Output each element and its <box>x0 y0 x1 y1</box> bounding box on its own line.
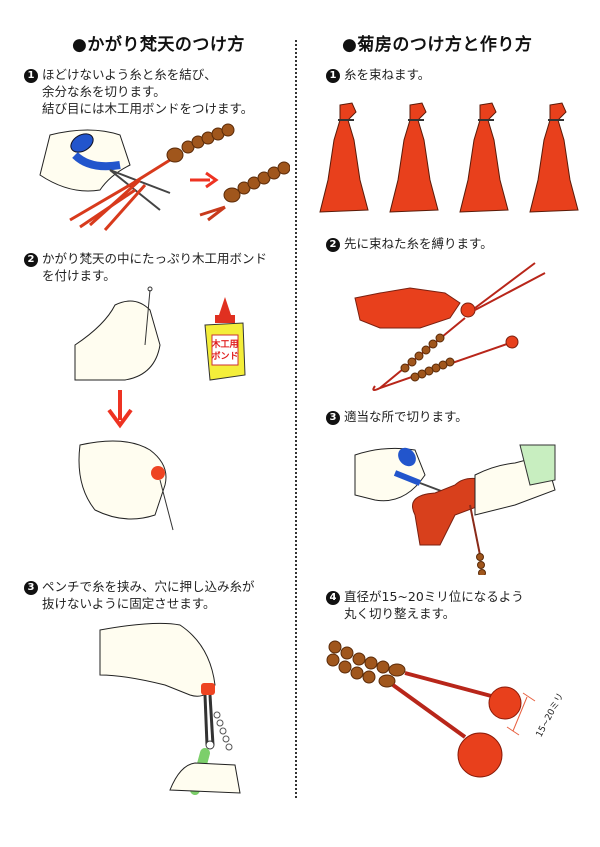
step-number-badge: 1 <box>24 69 38 83</box>
right-step-3: 3 適当な所で切ります。 <box>326 408 468 425</box>
step-number-badge: 2 <box>326 238 340 252</box>
right-step-2: 2 先に束ねた糸を縛ります。 <box>326 235 493 252</box>
step-number-badge: 2 <box>24 253 38 267</box>
pompom-icon <box>457 732 503 778</box>
illustration-apply-bond: 木工用 ボンド <box>65 285 255 535</box>
left-section-title: ●かがり梵天のつけ方 <box>72 35 245 55</box>
tassel-icon <box>389 102 439 213</box>
step-text: 結び目には木工用ボンドをつけます。 <box>42 101 254 116</box>
arrow-down-icon <box>107 390 133 429</box>
step-text: 糸を束ねます。 <box>344 67 431 82</box>
step-text: 余分な糸を切ります。 <box>42 84 166 99</box>
right-step-1: 1 糸を束ねます。 <box>326 66 430 83</box>
illustration-tied-tassel <box>350 258 550 398</box>
step-number-badge: 4 <box>326 591 340 605</box>
illustration-bundled-threads <box>315 100 585 220</box>
step-text: 適当な所で切ります。 <box>344 409 468 424</box>
right-step-4: 4 直径が15~20ミリ位になるよう 丸く切り整えます。 <box>326 588 524 622</box>
pompom-icon <box>488 686 522 720</box>
step-text: 直径が15~20ミリ位になるよう <box>344 589 524 604</box>
step-text: ペンチで糸を挟み、穴に押し込み糸が <box>42 579 255 594</box>
left-step-1: 1 ほどけないよう糸と糸を結び、 余分な糸を切ります。 結び目には木工用ボンドをつ… <box>24 66 253 117</box>
tassel-icon <box>529 102 579 213</box>
right-section-title: ●菊房のつけ方と作り方 <box>342 35 533 55</box>
tassel-icon <box>459 102 509 213</box>
dimension-arrow-icon <box>506 692 536 736</box>
step-text: 丸く切り整えます。 <box>344 606 456 621</box>
illustration-cut-tassel <box>345 435 565 575</box>
left-step-3: 3 ペンチで糸を挟み、穴に押し込み糸が 抜けないように固定させます。 <box>24 578 255 612</box>
step-number-badge: 3 <box>24 581 38 595</box>
left-step-2: 2 かがり梵天の中にたっぷり木工用ボンド を付けます。 <box>24 250 267 284</box>
step-text: 先に束ねた糸を縛ります。 <box>344 236 493 251</box>
illustration-pliers <box>95 615 245 795</box>
step-text: かがり梵天の中にたっぷり木工用ボンド <box>42 251 268 266</box>
column-divider <box>295 40 297 798</box>
right-section: ●菊房のつけ方と作り方 1 糸を束ねます。 2 先に束ねた糸を縛ります。 <box>300 0 600 847</box>
step-text: 抜けないように固定させます。 <box>42 596 216 611</box>
bond-label: ボンド <box>211 350 238 362</box>
step-number-badge: 3 <box>326 411 340 425</box>
step-number-badge: 1 <box>326 69 340 83</box>
illustration-finished-tassels <box>325 635 585 785</box>
arrow-right-icon <box>190 171 219 189</box>
bond-bottle-icon: 木工用 ボンド <box>204 297 246 381</box>
tassel-icon <box>319 102 369 213</box>
bond-label: 木工用 <box>210 338 238 350</box>
step-text: を付けます。 <box>42 268 116 283</box>
left-section: ●かがり梵天のつけ方 1 ほどけないよう糸と糸を結び、 余分な糸を切ります。 結び… <box>24 35 290 795</box>
step-text: ほどけないよう糸と糸を結び、 <box>42 67 217 82</box>
illustration-cut-cord <box>30 115 290 235</box>
